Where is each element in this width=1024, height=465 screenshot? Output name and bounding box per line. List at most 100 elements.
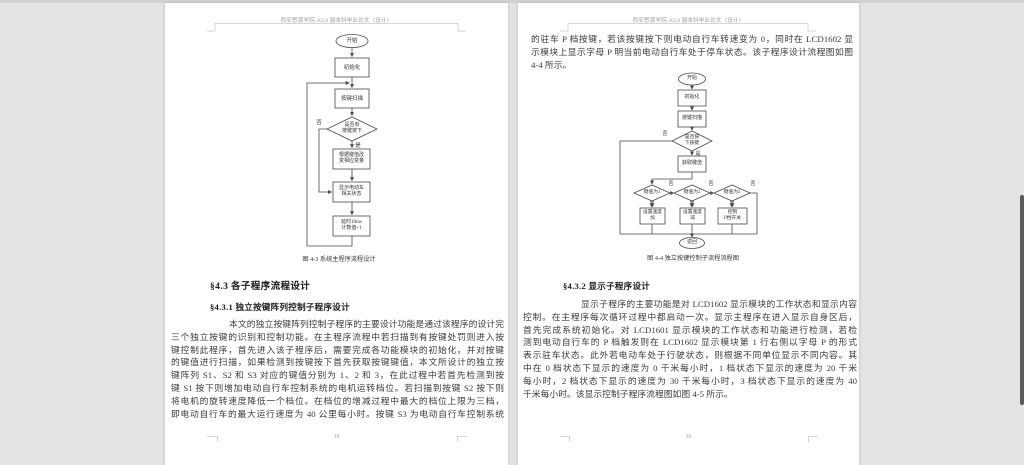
fc1-delay-line1: 延时10ms [341, 220, 362, 226]
page-number: 19 [333, 434, 340, 440]
page-20: 西安思源学院 2024 届本科毕业论文（设计） 的驻车 P 档按键，若该按键按下… [518, 3, 859, 465]
body-line: 键控制此程序，首先进入该子程序后，需要完成各功能模块的初始化，并对按键 [171, 344, 504, 355]
body-line: 将电机的旋转速度降低一个档位。在档位的增减过程中最大的档位上限为三档， [171, 395, 504, 406]
fc2-pgear-node: 控制 P档开关 [718, 208, 747, 224]
fc2-speeddown-line1: 设置速度 [682, 210, 703, 216]
fc2-keyval1-node: 键值为1 [634, 189, 670, 197]
fc2-no-text: 否 [708, 182, 714, 188]
fc1-yes-label: 是 [353, 143, 363, 150]
fc2-yes-label-1: 是 [693, 152, 703, 159]
fc1-init-node: 初始化 [335, 58, 369, 77]
fc1-decision-node: 是否有 按键按下 [327, 123, 377, 136]
section-heading-4-3: §4.3 各子程序流程设计 [210, 282, 311, 292]
fc1-scan-label: 按键扫描 [340, 95, 363, 102]
fc2-yes-text: 是 [695, 152, 701, 158]
fc2-yes-text: 是 [649, 201, 655, 207]
fc2-yes-label-3: 是 [687, 202, 697, 208]
body-paragraph: 本文的独立按键阵列控制子程序的主要设计功能是通过该程序的设计完成 三个独立按键的… [171, 318, 504, 420]
fc2-init-label: 初始化 [684, 95, 700, 101]
fc1-scan-node: 按键扫描 [335, 89, 369, 108]
fc2-no-label-1: 否 [659, 131, 671, 138]
body-line: 千米每小时。该显示控制子程序流程图如图 4-5 所示。 [523, 388, 733, 399]
page-header-text: 西安思源学院 2024 届本科毕业论文（设计） [632, 18, 745, 24]
fc2-no-text: 否 [668, 182, 674, 188]
fc2-speedup-node: 设置速度 加 [640, 208, 665, 224]
body-paragraph: 显示子程序的主要功能是对 LCD1602 显示模块的工作状态和显示内容进行 控制… [523, 298, 857, 400]
subsection-heading-4-3-1: §4.3.1 独立按键阵列控制子程序设计 [210, 302, 350, 312]
body-line: 首先完成系统初始化。对 LCD1601 显示模块的工作状态和功能进行检测，若检 [523, 324, 857, 335]
fc2-keyval3-node: 键值为3 [714, 189, 750, 197]
fc2-no-text: 否 [662, 131, 668, 137]
fc2-no-label-4: 否 [748, 182, 758, 188]
fc2-scan-label: 按键扫描 [681, 116, 702, 122]
body-line: 测到电动自行车的 P 档触发则在 LCD1602 显示模块第 1 行右侧以字母 … [523, 337, 857, 348]
body-line: 的驻车 P 档按键，若该按键按下则电动自行车转速变为 0，同时在 LCD1602… [531, 34, 853, 44]
fc2-speedup-line2: 加 [650, 216, 655, 221]
fc2-start-label: 开始 [686, 76, 697, 82]
fc1-decision-line1: 是否有 [344, 123, 360, 129]
fc1-setvar-line2: 变相应变量 [338, 159, 364, 164]
fc2-start-node: 开始 [679, 76, 706, 83]
fc1-yes-text: 是 [355, 143, 361, 149]
page-header-text: 西安思源学院 2024 届本科毕业论文（设计） [280, 18, 393, 24]
body-line: 本文的独立按键阵列控制子程序的主要设计功能是通过该程序的设计完成 [229, 319, 504, 329]
fc2-no-label-2: 否 [666, 182, 676, 188]
fc2-no-label-3: 否 [706, 182, 716, 188]
viewport-top-edge [0, 0, 1024, 3]
fc1-start-node: 开始 [336, 37, 368, 45]
body-line: 的键值进行扫描，如果检测到按键按下首先获取按键键值，本文所设计的独立按 [171, 357, 504, 368]
body-line: 显示子程序的主要功能是对 LCD1602 显示模块的工作状态和显示内容进行 [581, 299, 857, 309]
intro-paragraph: 的驻车 P 档按键，若该按键按下则电动自行车转速变为 0，同时在 LCD1602… [531, 33, 853, 71]
fc1-setvar-node: 根据键值改 变相应变量 [333, 149, 370, 169]
fc1-setvar-line1: 根据键值改 [338, 153, 364, 159]
vertical-scrollbar-thumb[interactable] [1020, 195, 1024, 405]
fc2-speeddown-line2: 减 [690, 216, 695, 221]
fc2-speeddown-node: 设置速度 减 [680, 208, 705, 224]
fc2-return-node: 返回 [680, 240, 705, 247]
fc1-delay-line2: 计数值+1 [341, 226, 362, 231]
fc1-display-line2: 相关状态 [341, 192, 362, 197]
fc2-yes-text: 是 [729, 201, 735, 207]
fc2-pgear-line2: P档开关 [723, 216, 742, 221]
fc1-no-text: 否 [316, 119, 322, 126]
fc1-init-label: 初始化 [343, 64, 361, 71]
fc2-keyval2-label: 键值为2 [683, 190, 701, 196]
fc2-return-label: 返回 [686, 240, 697, 246]
fc2-keyval2-node: 键值为2 [674, 189, 710, 197]
body-line: 每小时，2 档状态下显示的速度为 30 千米每小时，3 档状态下显示的速度为 4… [523, 375, 857, 386]
figure-4-4-caption: 图 4-4 独立按键控制子流程流程图 [647, 255, 739, 262]
fc2-getkey-node: 获取键值 [678, 156, 706, 172]
fc1-display-node: 显示电动车 相关状态 [333, 182, 370, 202]
body-line: 键 S1 按下则增加电动自行车控制系统的电机运转档位。若扫描到按键 S2 按下则 [171, 382, 504, 393]
fc2-yes-text: 是 [689, 201, 695, 207]
subsection-heading-4-3-2: §4.3.2 显示子程序设计 [563, 281, 651, 291]
fc2-getkey-label: 获取键值 [681, 161, 702, 167]
fc2-speedup-line1: 设置速度 [642, 210, 663, 216]
body-line: 键阵列 S1、S2 和 S3 对应的键值分别为 1、2 和 3，在此过程中若首先… [171, 370, 504, 381]
fc2-decision-line1: 是否按 [684, 135, 700, 141]
fc2-yes-label-2: 是 [647, 202, 657, 208]
fc2-decision-node: 是否按 下按键 [672, 135, 712, 147]
body-line: 即电动自行车的最大运行速度为 40 公里每小时。按键 S3 为电动自行车控制系统 [171, 408, 504, 419]
page-number: 20 [685, 434, 692, 440]
body-line: 控制。在主程序每次循环过程中都启动一次。显示主程序在进入显示自身区后， [523, 311, 857, 322]
fc1-delay-node: 延时10ms 计数值+1 [333, 216, 370, 236]
fc1-decision-line2: 按键按下 [341, 129, 362, 134]
figure-4-3-caption: 图 4-3 系统主程序流程设计 [302, 256, 376, 263]
fc1-display-line1: 显示电动车 [338, 186, 364, 192]
page-19: 西安思源学院 2024 届本科毕业论文（设计） [165, 3, 508, 465]
fc1-start-label: 开始 [346, 38, 358, 44]
fc2-decision-line2: 下按键 [684, 141, 700, 146]
body-line: 示模块上显示字母 P 明当前电动自行车处于停车状态。该子程序设计流程图如图 [531, 46, 853, 57]
fc2-no-text: 否 [750, 182, 756, 188]
fc1-no-label: 否 [314, 119, 324, 126]
fc2-keyval1-label: 键值为1 [643, 190, 661, 196]
body-line: 中在 0 档状态下显示的速度为 0 千米每小时，1 档状态下显示的速度为 20 … [523, 362, 857, 373]
body-line: 表示驻车状态。此外若电动车处于行驶状态，则根据不同单位显示不同内容。其 [523, 350, 857, 361]
body-line: 4-4 所示。 [531, 59, 572, 70]
fc2-init-node: 初始化 [678, 90, 706, 106]
fc2-keyval3-label: 键值为3 [723, 190, 741, 196]
fc2-scan-node: 按键扫描 [678, 111, 706, 127]
fc2-pgear-line1: 控制 [727, 210, 738, 216]
